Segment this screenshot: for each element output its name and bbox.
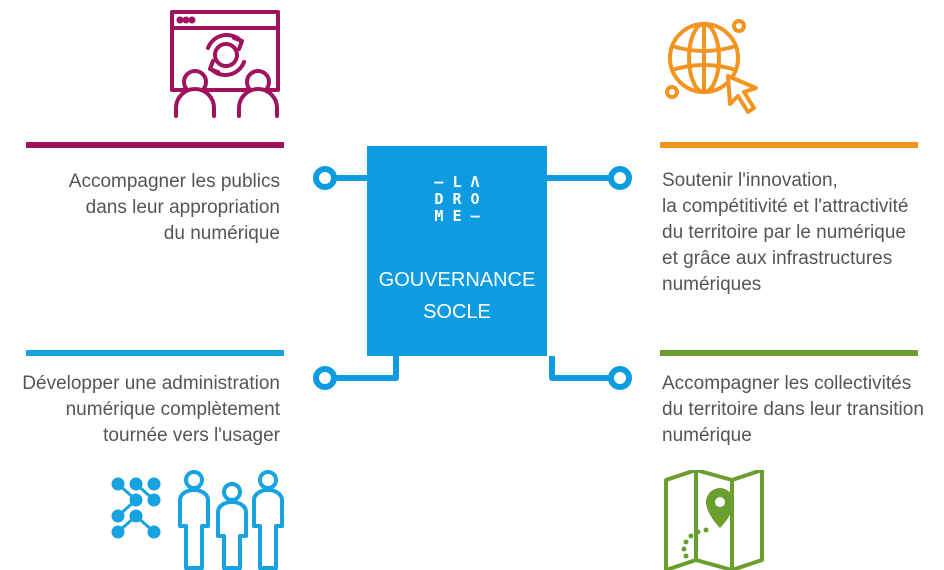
text-line: numérique xyxy=(662,425,752,446)
network-people-icon xyxy=(111,470,284,570)
divider-bottom-left xyxy=(26,350,284,356)
connector-bottom-left xyxy=(335,356,399,381)
governance-hub: – L Λ D R O M E – GOUVERNANCE SOCLE xyxy=(367,146,547,356)
text-line: Accompagner les publics xyxy=(68,171,280,192)
connector-node-top-right xyxy=(608,166,632,190)
divider-top-right xyxy=(660,142,918,148)
text-line: la compétitivité et l'attractivité xyxy=(662,196,909,217)
text-line: du territoire par le numérique xyxy=(662,222,906,243)
text-line: numériques xyxy=(662,274,762,295)
text-line: Développer une administration xyxy=(22,373,280,394)
text-top-right: Soutenir l'innovation, la compétitivité … xyxy=(662,168,909,298)
text-bottom-right: Accompagner les collectivités du territo… xyxy=(662,371,924,449)
hub-title-line-2: SOCLE xyxy=(423,301,491,323)
text-line: du territoire dans leur transition xyxy=(662,399,924,420)
screen-sync-people-icon xyxy=(170,10,280,118)
text-line: Soutenir l'innovation, xyxy=(662,170,838,191)
connector-node-top-left xyxy=(313,166,337,190)
text-bottom-left: Développer une administration numérique … xyxy=(22,371,280,449)
hub-title-line-1: GOUVERNANCE xyxy=(378,269,536,291)
text-line: du numérique xyxy=(163,223,280,244)
logo-line-1: – L Λ xyxy=(434,173,480,191)
logo-line-2: D R O xyxy=(434,190,480,208)
map-pin-icon xyxy=(664,470,764,570)
text-line: Accompagner les collectivités xyxy=(662,373,912,394)
divider-bottom-right xyxy=(660,350,918,356)
divider-top-left xyxy=(26,142,284,148)
la-drome-logo: – L Λ D R O M E – xyxy=(367,174,547,225)
connector-node-bottom-right xyxy=(608,366,632,390)
connector-bottom-right xyxy=(549,356,610,381)
text-line: tournée vers l'usager xyxy=(103,425,280,446)
text-top-left: Accompagner les publics dans leur approp… xyxy=(69,169,280,247)
logo-line-3: M E – xyxy=(434,207,480,225)
globe-cursor-icon xyxy=(665,19,758,114)
text-line: et grâce aux infrastructures xyxy=(662,248,893,269)
text-line: dans leur appropriation xyxy=(85,197,280,218)
text-line: numérique complètement xyxy=(65,399,280,420)
hub-title: GOUVERNANCE SOCLE xyxy=(367,264,547,328)
connector-node-bottom-left xyxy=(313,366,337,390)
